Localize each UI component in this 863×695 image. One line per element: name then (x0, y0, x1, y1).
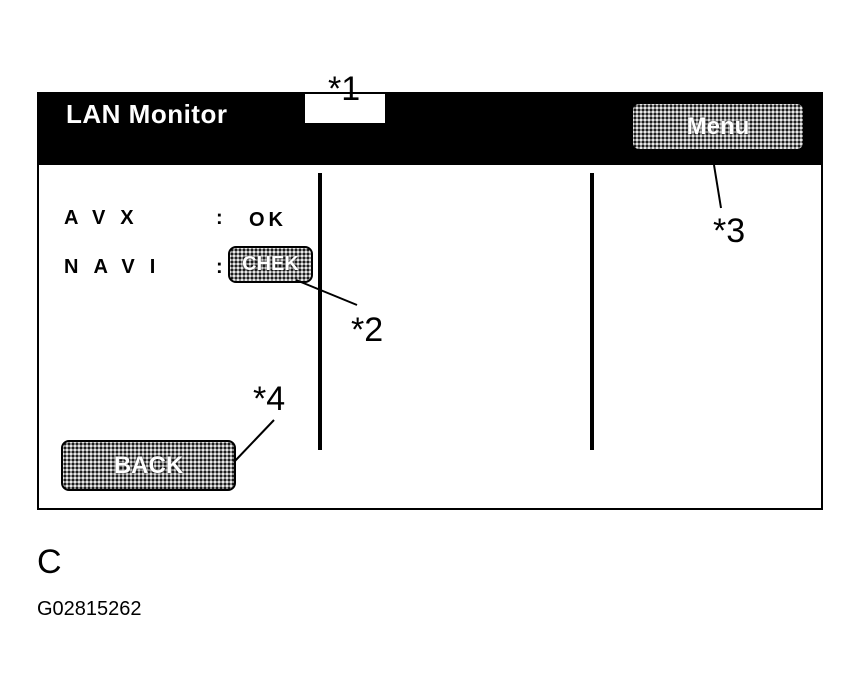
figure-id: G02815262 (37, 598, 142, 620)
avx-colon: : (216, 207, 223, 229)
menu-button[interactable]: Menu (633, 104, 803, 149)
navi-label: NAVI (64, 256, 171, 278)
callout-1: *1 (328, 70, 361, 108)
column-divider-left (318, 173, 322, 450)
avx-label: AVX (64, 207, 149, 229)
back-button[interactable]: BACK (61, 440, 236, 491)
navi-chek-button[interactable]: CHEK (228, 246, 313, 283)
callout-2: *2 (351, 311, 384, 349)
callout-3: *3 (713, 212, 746, 250)
screen-title: LAN Monitor (66, 99, 228, 129)
callout-4: *4 (253, 380, 286, 418)
screen-header: LAN Monitor Menu (39, 94, 821, 165)
title-notch (305, 94, 385, 123)
caption-letter: C (37, 543, 62, 581)
column-divider-right (590, 173, 594, 450)
avx-status: OK (249, 209, 287, 231)
navi-colon: : (216, 256, 223, 278)
lan-monitor-screen: LAN Monitor Menu AVX : OK NAVI : CHEK BA… (37, 92, 823, 510)
